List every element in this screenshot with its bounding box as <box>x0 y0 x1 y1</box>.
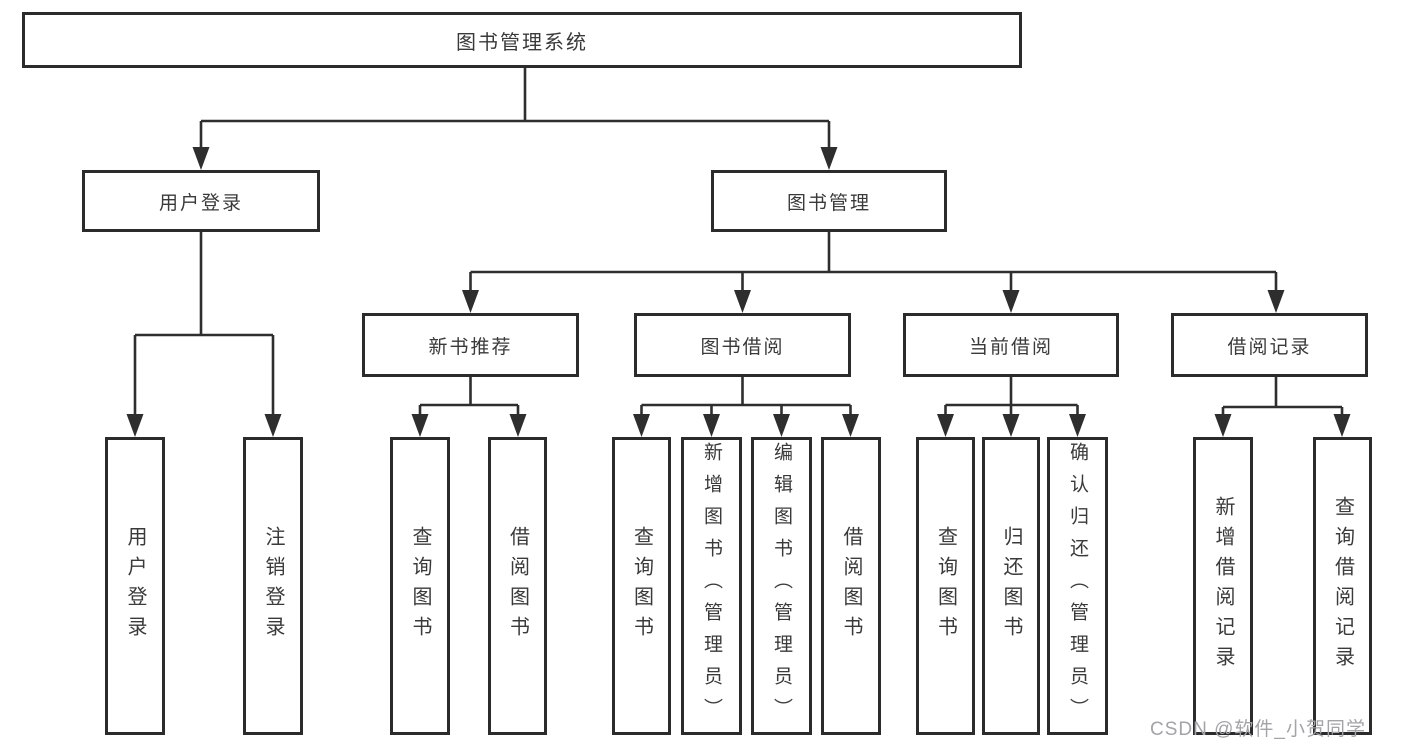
node-new-book-recommend: 新书推荐 <box>362 313 579 377</box>
leaf-label: 编辑图书（管理员） <box>771 442 792 730</box>
leaf-label: 借阅图书 <box>506 526 529 646</box>
node-library-management-system: 图书管理系统 <box>22 12 1022 68</box>
leaf-label: 确认归还（管理员） <box>1067 442 1088 730</box>
leaf-confirm-return-admin: 确认归还（管理员） <box>1047 437 1108 735</box>
node-label: 新书推荐 <box>428 336 513 358</box>
leaf-borrow-books-newbook: 借阅图书 <box>488 437 547 735</box>
leaf-query-books-current: 查询图书 <box>916 437 975 735</box>
leaf-label: 用户登录 <box>124 526 146 646</box>
leaf-add-borrow-record: 新增借阅记录 <box>1193 437 1253 735</box>
leaf-add-book-admin: 新增图书（管理员） <box>681 437 742 735</box>
node-label: 图书管理 <box>786 192 871 214</box>
leaf-borrow-books-borrowing: 借阅图书 <box>821 437 881 735</box>
leaf-label: 借阅图书 <box>840 526 862 646</box>
leaf-query-books-newbook: 查询图书 <box>390 437 450 735</box>
leaf-label: 查询图书 <box>630 526 653 646</box>
leaf-edit-book-admin: 编辑图书（管理员） <box>751 437 812 735</box>
node-label: 借阅记录 <box>1227 336 1312 358</box>
leaf-logout: 注销登录 <box>243 437 303 735</box>
node-label: 图书管理系统 <box>456 31 588 54</box>
leaf-label: 新增借阅记录 <box>1212 496 1234 676</box>
node-current-borrowing: 当前借阅 <box>903 313 1119 377</box>
leaf-return-books: 归还图书 <box>982 437 1040 735</box>
node-borrowing-records: 借阅记录 <box>1171 313 1368 377</box>
leaf-user-login: 用户登录 <box>105 437 165 735</box>
leaf-label: 查询借阅记录 <box>1331 496 1354 676</box>
node-user-login: 用户登录 <box>82 170 320 232</box>
node-label: 当前借阅 <box>968 336 1053 358</box>
leaf-query-books-borrowing: 查询图书 <box>612 437 671 735</box>
csdn-watermark: CSDN @软件_小贺同学 <box>1150 719 1366 740</box>
leaf-label: 查询图书 <box>409 526 431 646</box>
node-label: 图书借阅 <box>700 336 785 358</box>
leaf-label: 注销登录 <box>262 526 284 646</box>
leaf-label: 新增图书（管理员） <box>701 442 722 730</box>
leaf-label: 查询图书 <box>934 526 957 646</box>
leaf-query-borrow-record: 查询借阅记录 <box>1313 437 1372 735</box>
node-label: 用户登录 <box>158 192 243 214</box>
leaf-label: 归还图书 <box>1000 526 1022 646</box>
node-book-management: 图书管理 <box>711 170 947 232</box>
node-book-borrowing: 图书借阅 <box>634 313 851 377</box>
